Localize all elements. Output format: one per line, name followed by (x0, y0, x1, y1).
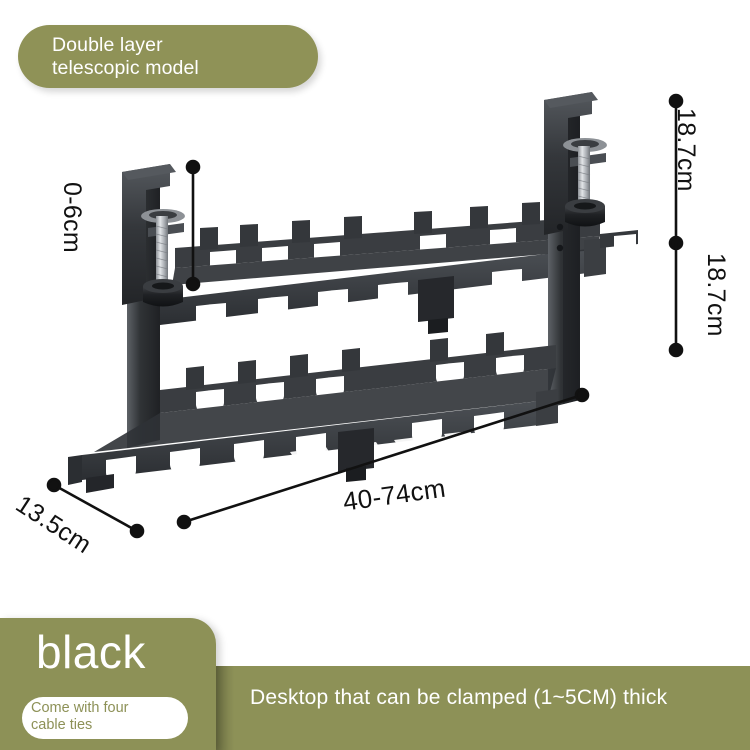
top-badge: Double layer telescopic model (18, 25, 318, 88)
bottom-caption-bar (216, 666, 750, 750)
upper-tray (142, 202, 638, 334)
color-name-label: black (36, 626, 146, 678)
top-badge-label: Double layer telescopic model (52, 34, 199, 79)
bottom-caption-text: Desktop that can be clamped (1~5CM) thic… (250, 686, 668, 709)
lower-tray (68, 332, 558, 493)
left-clamp (122, 164, 185, 307)
bottom-bar-shadow (216, 666, 234, 750)
right-clamp (544, 92, 607, 252)
accessory-note-text: Come with four cable ties (31, 700, 129, 733)
dimension-label-clamp-range: 0-6cm (58, 182, 86, 253)
dimension-label-height-lower: 18.7cm (702, 253, 730, 337)
dimension-label-height-upper: 18.7cm (672, 108, 700, 192)
accessory-note-pill (22, 697, 188, 739)
dimension-lines (46, 93, 684, 539)
